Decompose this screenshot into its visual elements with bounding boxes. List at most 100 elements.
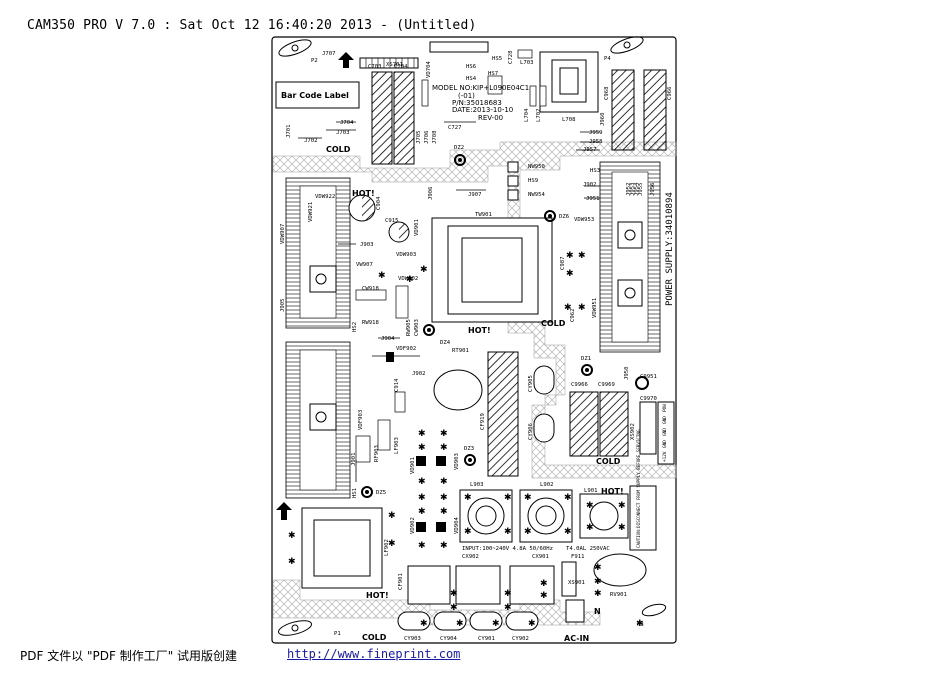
svg-text:✱: ✱ bbox=[594, 589, 602, 599]
ref-j951: J951 bbox=[586, 196, 599, 202]
svg-text:✱: ✱ bbox=[288, 531, 296, 541]
ref-j906: J906 bbox=[428, 187, 434, 200]
barcode-label: Bar Code Label bbox=[281, 91, 349, 100]
cap-c9969 bbox=[599, 391, 629, 457]
ref-nw950: NW950 bbox=[528, 164, 545, 170]
connector-xs701-pins bbox=[365, 58, 415, 68]
diode-column bbox=[386, 352, 446, 532]
ref-l702: L702 bbox=[536, 109, 542, 122]
n-label: N bbox=[594, 607, 601, 616]
ref-cy905: CY905 bbox=[528, 375, 534, 392]
thermistor-rt901 bbox=[433, 369, 483, 411]
cold-label: COLD bbox=[541, 319, 566, 328]
arrow-up-icon bbox=[276, 502, 292, 520]
ref-j707: J707 bbox=[322, 51, 335, 57]
pin-gnd: GND bbox=[662, 440, 668, 448]
ref-l704: L704 bbox=[524, 108, 530, 122]
svg-text:✱: ✱ bbox=[418, 443, 426, 453]
svg-text:✱: ✱ bbox=[420, 619, 428, 629]
ref-vdf902: VDF902 bbox=[396, 346, 416, 352]
ref-cy903: CY903 bbox=[404, 636, 421, 642]
ref-vdw922: VDW922 bbox=[315, 194, 335, 200]
cap-c703 bbox=[371, 71, 393, 165]
fineprint-link[interactable]: http://www.fineprint.com bbox=[287, 647, 461, 661]
y-capacitor-row bbox=[397, 611, 539, 631]
y-capacitor-mid bbox=[533, 365, 555, 443]
ref-cw903: CW903 bbox=[414, 319, 420, 336]
ref-f911: F911 bbox=[571, 554, 584, 560]
svg-text:✱: ✱ bbox=[618, 501, 626, 511]
ref-vdf903: VDF903 bbox=[358, 410, 364, 430]
ref-j708: J708 bbox=[432, 130, 438, 144]
ref-c9970: C9970 bbox=[640, 396, 657, 402]
ref-p3: P3 bbox=[637, 622, 644, 628]
ref-hs9: HS9 bbox=[528, 178, 538, 184]
ref-hs4: HS4 bbox=[466, 76, 477, 82]
svg-text:✱: ✱ bbox=[524, 493, 532, 503]
svg-text:✱: ✱ bbox=[586, 501, 594, 511]
svg-text:✱: ✱ bbox=[378, 271, 386, 281]
svg-text:✱: ✱ bbox=[388, 539, 396, 549]
ref-j907: J907 bbox=[468, 192, 481, 198]
pin-label-block bbox=[657, 401, 675, 465]
ref-vdw903: VDW903 bbox=[396, 252, 416, 258]
svg-text:✱: ✱ bbox=[504, 493, 512, 503]
caution-box bbox=[629, 485, 657, 551]
svg-text:✱: ✱ bbox=[564, 493, 572, 503]
svg-text:✱: ✱ bbox=[440, 429, 448, 439]
svg-text:✱: ✱ bbox=[456, 619, 464, 629]
cold-label: COLD bbox=[362, 633, 387, 642]
ref-j702: J702 bbox=[304, 138, 317, 144]
ref-dz4: DZ4 bbox=[440, 340, 451, 346]
ref-j953: J953 bbox=[630, 183, 636, 196]
ref-rt901: RT901 bbox=[452, 348, 469, 354]
ref-hs6: HS6 bbox=[466, 64, 476, 70]
barcode-label-box bbox=[275, 81, 360, 109]
svg-text:✱: ✱ bbox=[594, 563, 602, 573]
ref-lf903: LF903 bbox=[394, 437, 400, 454]
ref-rf903: RF903 bbox=[374, 445, 380, 462]
ref-j956: J956 bbox=[650, 183, 656, 196]
choke-l903 bbox=[459, 489, 513, 543]
ref-l703: L703 bbox=[520, 60, 533, 66]
svg-text:✱: ✱ bbox=[418, 541, 426, 551]
ref-c9951: C9951 bbox=[640, 374, 657, 380]
ref-hs5: HS5 bbox=[492, 56, 502, 62]
ref-cy902: CY902 bbox=[512, 636, 529, 642]
ref-j703: J703 bbox=[336, 130, 349, 136]
ref-p4: P4 bbox=[604, 56, 611, 62]
ref-vdw907: VDW907 bbox=[280, 224, 286, 244]
svg-text:✱: ✱ bbox=[464, 527, 472, 537]
isolation-channel bbox=[272, 141, 677, 479]
svg-text:✱: ✱ bbox=[406, 275, 414, 285]
svg-text:✱: ✱ bbox=[450, 603, 458, 613]
ref-j905: J905 bbox=[280, 299, 286, 312]
ref-dz5: DZ5 bbox=[376, 490, 386, 496]
hot-label: HOT! bbox=[468, 326, 491, 335]
cap-cx901 bbox=[509, 565, 555, 605]
ref-hs2: HS2 bbox=[352, 322, 358, 332]
svg-text:✱: ✱ bbox=[450, 589, 458, 599]
caution-text: CAUTION:DISCONNECT FROM SUPPLY BEFORE SE… bbox=[636, 429, 641, 548]
ref-j901: J901 bbox=[351, 453, 357, 466]
svg-text:✱: ✱ bbox=[420, 265, 428, 275]
ref-j903: J903 bbox=[360, 242, 373, 248]
ref-dz1: DZ1 bbox=[581, 356, 591, 362]
small-parts bbox=[355, 49, 547, 463]
ref-c987: C987 bbox=[560, 257, 566, 270]
svg-text:✱: ✱ bbox=[440, 443, 448, 453]
ref-xs901: XS901 bbox=[568, 580, 585, 586]
ref-c966: C966 bbox=[667, 87, 673, 100]
part-number: P/N:35018683 bbox=[452, 99, 502, 107]
ref-rw918: RW918 bbox=[362, 320, 379, 326]
ref-c968: C968 bbox=[604, 86, 610, 100]
svg-text:✱: ✱ bbox=[288, 557, 296, 567]
mounting-slot-p4 bbox=[610, 36, 644, 54]
ref-c703: C703 bbox=[368, 64, 381, 70]
pin-pow: POW bbox=[662, 404, 668, 412]
ref-j902b: J902 bbox=[412, 371, 425, 377]
board-outline bbox=[271, 36, 677, 644]
connector-xs701 bbox=[359, 57, 419, 69]
svg-text:✱: ✱ bbox=[540, 591, 548, 601]
